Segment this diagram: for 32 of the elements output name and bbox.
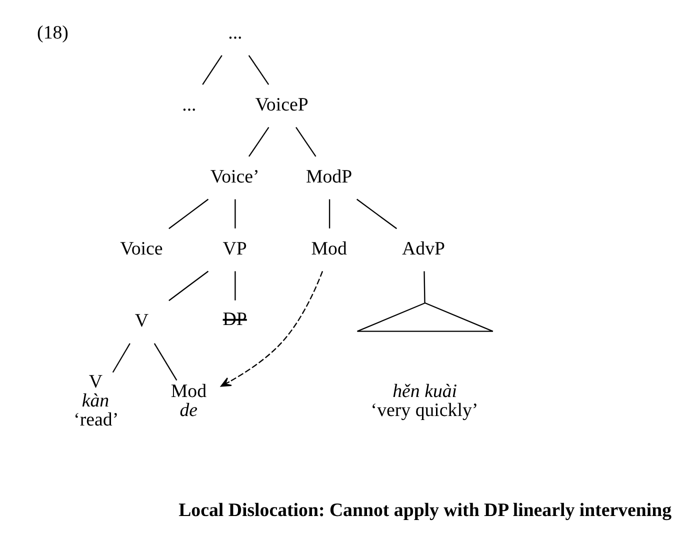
connector <box>248 55 269 85</box>
node-text: VoiceP <box>254 94 308 116</box>
connector <box>168 198 208 230</box>
connector <box>295 127 316 157</box>
node-text: ... <box>182 94 196 116</box>
label: (18) <box>36 22 68 44</box>
connector <box>234 271 236 300</box>
node-text: Voice <box>120 238 162 260</box>
connector <box>356 198 397 230</box>
arrow <box>220 271 323 387</box>
node-text: ... <box>228 22 242 44</box>
connector <box>112 343 130 373</box>
connector <box>234 199 236 228</box>
node-text: Mod <box>310 238 346 260</box>
connector <box>202 55 222 85</box>
node-text: DP <box>222 309 246 330</box>
node-text: V <box>134 310 148 332</box>
connector <box>153 343 177 381</box>
node-triangle <box>356 302 493 332</box>
node-text: VP <box>222 238 246 260</box>
node-text: ModP <box>305 166 352 188</box>
node-label: ‘very quickly’ <box>370 400 478 421</box>
node-label: hěn kuài <box>392 381 457 402</box>
connector <box>423 271 425 303</box>
connector <box>328 199 330 228</box>
connector <box>168 270 208 302</box>
node-text: V kàn ‘read’ <box>73 372 118 430</box>
label: Local Dislocation: Cannot apply with DP linearly intervening <box>178 500 672 522</box>
node-text: AdvP <box>402 238 445 260</box>
node-text: Mod de <box>170 381 206 421</box>
connector <box>248 127 269 157</box>
node-text: Voice’ <box>210 166 259 188</box>
